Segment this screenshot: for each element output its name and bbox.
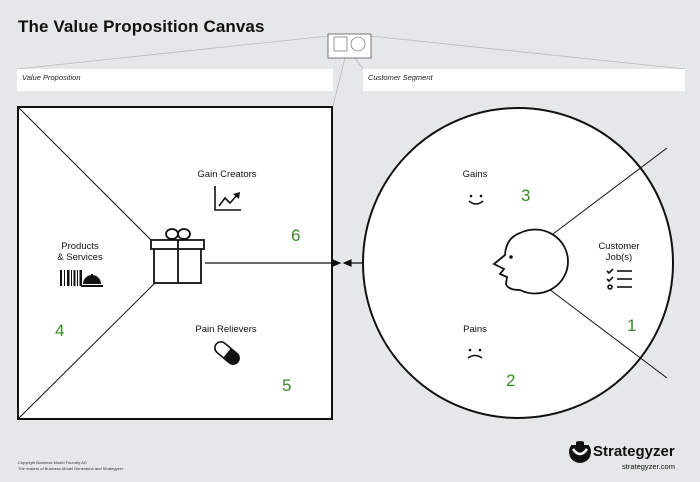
step-number-pains: 2	[506, 371, 516, 390]
rising-chart-icon	[214, 186, 241, 211]
step-number-gain-creators: 6	[291, 226, 301, 245]
barcode-icon	[60, 270, 82, 286]
value-proposition-header: Value Proposition	[17, 69, 333, 91]
customer-segment-header: Customer Segment	[363, 69, 685, 91]
brand-url-link[interactable]: strategyzer.com	[622, 462, 675, 471]
gain-creators-label: Gain Creators	[197, 169, 257, 180]
pains-label: Pains	[463, 324, 487, 335]
customer-jobs-line1: Customer	[598, 241, 640, 252]
gains-label: Gains	[462, 169, 488, 180]
step-number-gains: 3	[521, 186, 531, 205]
step-number-jobs: 1	[627, 316, 637, 335]
products-services-line1: Products	[61, 241, 99, 252]
page-title: The Value Proposition Canvas	[18, 17, 265, 36]
pain-relievers-label: Pain Relievers	[195, 324, 257, 335]
footer-copyright: Copyright Business Model Foundry AG	[18, 460, 87, 465]
step-number-pain-relievers: 5	[282, 376, 292, 395]
smile-icon	[468, 194, 484, 205]
products-services-line2: & Services	[57, 252, 103, 263]
checklist-icon	[606, 268, 632, 290]
customer-jobs-label: Customer Job(s)	[587, 241, 651, 263]
brand-name[interactable]: Strategyzer	[593, 443, 675, 460]
step-number-products: 4	[55, 321, 65, 340]
frown-icon	[467, 348, 483, 359]
thumbnail-connector	[16, 35, 686, 107]
footer-makers: The makers of Business Model Generation …	[18, 466, 124, 471]
pill-icon	[214, 341, 240, 365]
products-services-label: Products & Services	[48, 241, 112, 263]
customer-jobs-line2: Job(s)	[605, 252, 633, 263]
service-bell-icon	[81, 274, 103, 287]
gift-icon	[150, 228, 205, 284]
face-profile-icon	[492, 228, 569, 295]
strategyzer-logo-icon	[569, 440, 591, 463]
